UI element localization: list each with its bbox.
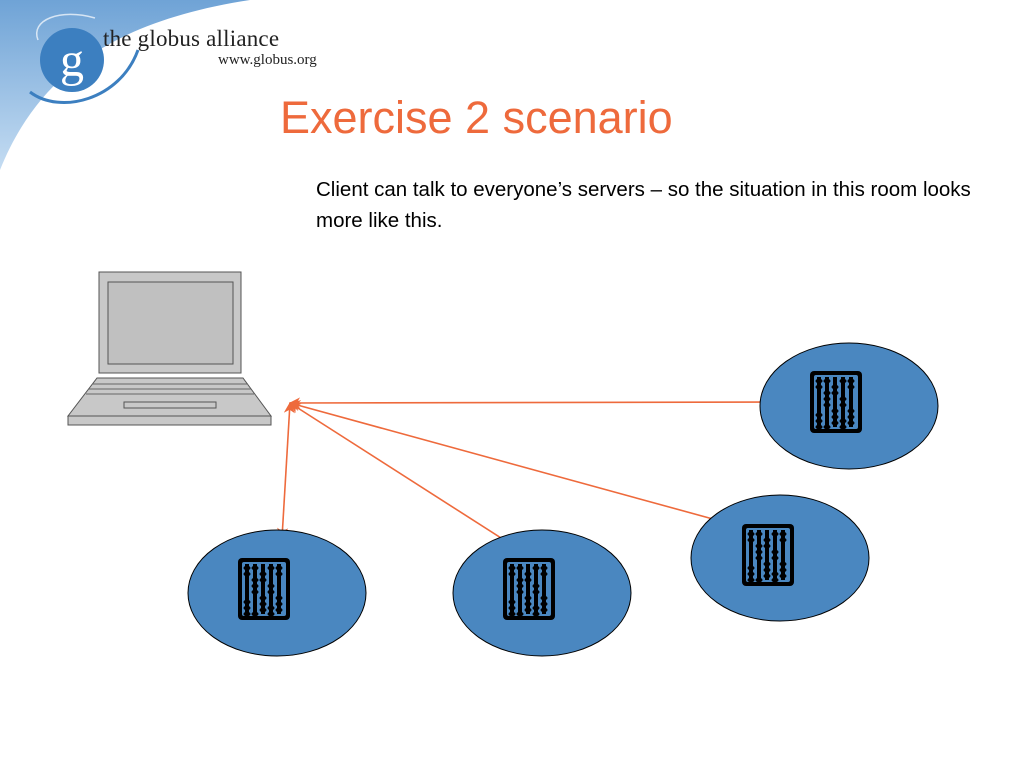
laptop-icon [66, 271, 272, 426]
connection-arrows [277, 396, 787, 546]
abacus-icon [238, 558, 290, 620]
server-node-3 [452, 529, 632, 657]
server-node-4 [690, 494, 870, 622]
slide-body-text: Client can talk to everyone’s servers – … [316, 178, 971, 232]
edge-client-server-3 [289, 402, 513, 546]
slide-title: Exercise 2 scenario [280, 92, 673, 143]
edge-client-server-4 [288, 400, 744, 530]
abacus-icon [742, 524, 794, 586]
edge-client-server-2 [277, 401, 295, 540]
abacus-icon [503, 558, 555, 620]
globus-logo-icon: g [29, 13, 140, 105]
abacus-icon [810, 371, 862, 433]
server-node-1 [759, 342, 939, 470]
org-name: the globus alliance [103, 26, 280, 51]
server-node-2 [187, 529, 367, 657]
org-url: www.globus.org [218, 52, 317, 68]
edge-client-server-1 [288, 396, 787, 409]
logo-letter: g [60, 34, 84, 87]
